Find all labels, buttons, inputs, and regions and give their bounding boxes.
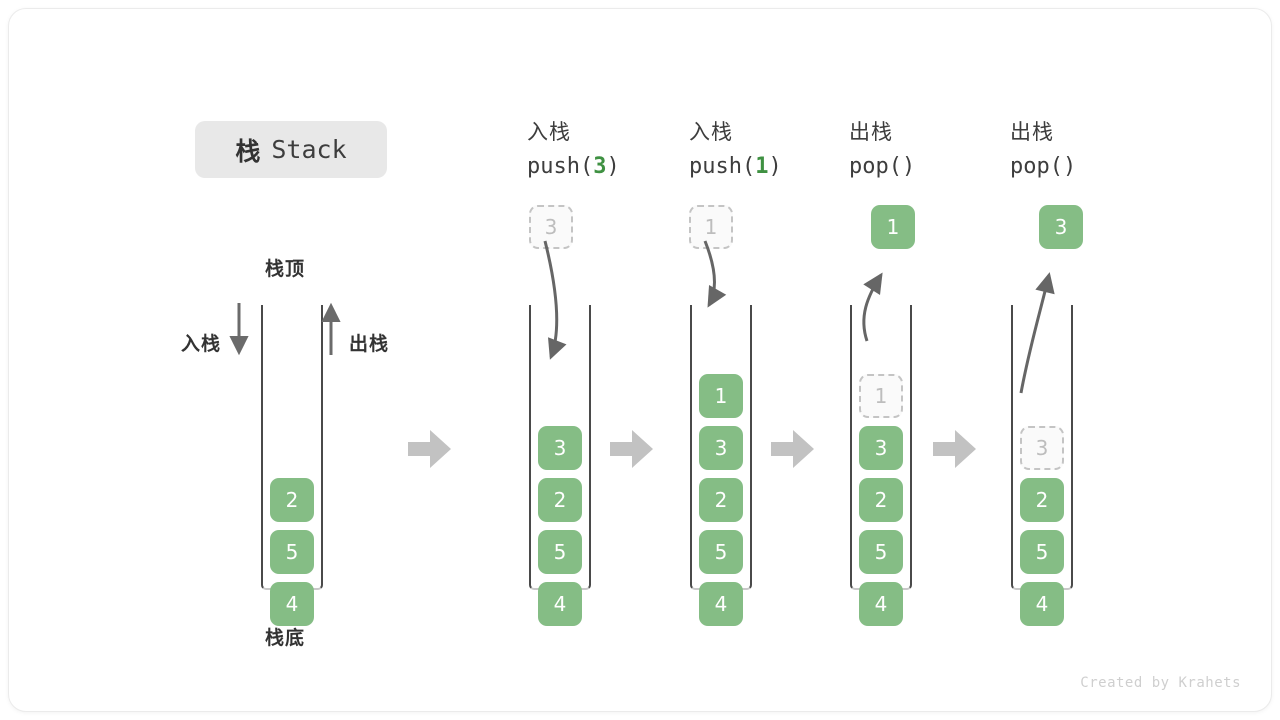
code-argument: 3	[593, 154, 607, 179]
arrow-overlay	[229, 240, 1055, 468]
code-prefix: push(	[689, 154, 756, 179]
stack-item: 4	[538, 582, 582, 626]
column-operation-label: 出栈	[1010, 120, 1054, 144]
motion-arrow-push-1	[703, 240, 727, 308]
pop-direction-label: 出栈	[349, 333, 390, 355]
stack-item: 5	[699, 530, 743, 574]
popped-value-box: 1	[871, 205, 915, 249]
stack-item: 5	[538, 530, 582, 574]
column-operation-code: push(3)	[527, 151, 697, 183]
stack-item: 5	[1020, 530, 1064, 574]
column-header-pop-2: 出栈 pop()	[1010, 117, 1180, 183]
stack-bottom-label: 栈底	[265, 627, 306, 649]
transition-arrow-3	[771, 430, 814, 468]
column-header-push-1: 入栈 push(1)	[689, 117, 859, 183]
code-suffix: )	[1062, 154, 1077, 179]
stack-item: 2	[538, 478, 582, 522]
popped-value-box: 3	[1039, 205, 1083, 249]
column-operation-code: push(1)	[689, 151, 859, 183]
stack-item: 4	[1020, 582, 1064, 626]
column-operation-label: 出栈	[849, 120, 893, 144]
stack-item: 3	[538, 426, 582, 470]
stack-item: 2	[859, 478, 903, 522]
stack-item: 4	[859, 582, 903, 626]
stack-item-placeholder: 3	[1020, 426, 1064, 470]
code-suffix: )	[606, 154, 620, 179]
code-suffix: )	[768, 154, 782, 179]
title-cn: 栈	[235, 136, 262, 166]
column-operation-code: pop()	[849, 151, 1019, 183]
watermark: Created by Krahets	[1080, 675, 1241, 691]
column-header-pop-1: 出栈 pop()	[849, 117, 1019, 183]
transition-arrow-1	[408, 430, 451, 468]
column-operation-label: 入栈	[527, 120, 571, 144]
stack-item: 5	[859, 530, 903, 574]
code-suffix: )	[901, 154, 916, 179]
transition-arrow-2	[610, 430, 653, 468]
stack-item: 2	[699, 478, 743, 522]
code-prefix: push(	[527, 154, 594, 179]
column-operation-code: pop()	[1010, 151, 1180, 183]
code-prefix: pop(	[1010, 154, 1063, 179]
stack-item: 4	[270, 582, 314, 626]
stack-item: 1	[699, 374, 743, 418]
pending-value-placeholder: 1	[689, 205, 733, 249]
stack-item: 2	[1020, 478, 1064, 522]
column-operation-label: 入栈	[689, 120, 733, 144]
title-badge: 栈 Stack	[195, 121, 387, 178]
stack-item: 3	[699, 426, 743, 470]
stack-item: 3	[859, 426, 903, 470]
code-argument: 1	[755, 154, 769, 179]
pending-value-placeholder: 3	[529, 205, 573, 249]
stack-item: 5	[270, 530, 314, 574]
stack-item: 4	[699, 582, 743, 626]
code-prefix: pop(	[849, 154, 902, 179]
push-direction-label: 入栈	[181, 333, 222, 355]
stack-item: 2	[270, 478, 314, 522]
column-header-push-3: 入栈 push(3)	[527, 117, 697, 183]
title-en: Stack	[271, 135, 347, 164]
transition-arrow-4	[933, 430, 976, 468]
stack-top-label: 栈顶	[265, 258, 306, 280]
stack-item-placeholder: 1	[859, 374, 903, 418]
